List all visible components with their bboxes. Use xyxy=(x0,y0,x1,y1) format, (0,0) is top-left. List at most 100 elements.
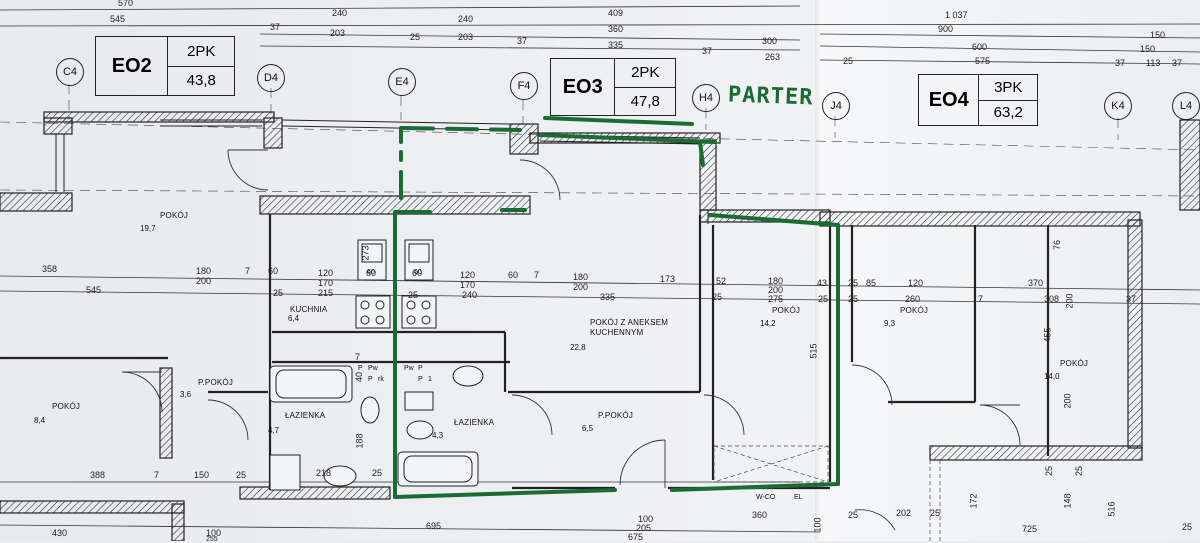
room-name: POKÓJ xyxy=(900,306,929,315)
dimension-label: 180 xyxy=(573,272,589,282)
dimension-label: 100 xyxy=(812,517,823,533)
dimension-label: 7 xyxy=(154,470,160,480)
room-area: 22,8 xyxy=(570,343,586,352)
unit-type: 3PK xyxy=(979,75,1037,101)
dimension-label: 7 xyxy=(534,270,540,280)
room-name: POKÓJ Z ANEKSEM KUCHENNYM xyxy=(590,318,669,337)
dimension-label: 273 xyxy=(360,245,371,261)
grid-axis-e4: E4 xyxy=(388,68,416,96)
dimension-label: 150 xyxy=(1150,30,1166,40)
dimension-label: 76 xyxy=(1052,239,1063,251)
dimension-label: 275 xyxy=(768,294,784,304)
dimension-label: 218 xyxy=(316,468,332,478)
room-name: P.POKÓJ xyxy=(198,378,234,387)
unit-area: 43,8 xyxy=(186,72,216,90)
dimension-label: 150 xyxy=(194,470,210,480)
dimension-label: 203 xyxy=(458,32,474,42)
dimension-label: 203 xyxy=(330,28,346,38)
door-swings xyxy=(121,149,1021,531)
dimension-label: 430 xyxy=(52,528,68,538)
grid-axis-c4: C4 xyxy=(56,58,84,86)
room-area: 14,2 xyxy=(760,319,776,328)
grid-axis-h4: H4 xyxy=(692,84,720,112)
room-name: POKÓJ xyxy=(1060,359,1089,368)
dimension-label: 85 xyxy=(866,278,877,288)
dimension-lines-top xyxy=(0,5,1200,65)
dimension-label: 37 xyxy=(1115,58,1126,68)
dimension-label: 25 xyxy=(843,56,854,66)
room-name: P.POKÓJ xyxy=(598,411,634,420)
dimension-label: 7 xyxy=(245,266,251,276)
dimension-label: 100 xyxy=(638,514,654,524)
dimension-label: 60 xyxy=(366,268,377,278)
dimension-label: 25 xyxy=(930,508,941,518)
unit-type: 2PK xyxy=(615,59,675,88)
dimension-label: 25 xyxy=(1074,465,1085,477)
wco-label: W-CO xyxy=(756,494,776,501)
unit-label-eo2: EO2 2PK 43,8 xyxy=(95,36,235,96)
dimension-label: 240 xyxy=(462,290,478,300)
meter-label: P xyxy=(418,376,423,383)
dimension-label: 25 xyxy=(273,288,284,298)
dimension-label: 202 xyxy=(896,508,912,518)
electric-label: EL xyxy=(794,494,803,501)
dimension-label: 25 xyxy=(410,32,421,42)
dimension-label: 148 xyxy=(1062,493,1073,509)
grid-axis-l4: L4 xyxy=(1172,92,1200,120)
dimension-label: 25 xyxy=(1044,465,1055,477)
dimension-label: 37 xyxy=(270,22,281,32)
unit-area: 47,8 xyxy=(630,92,660,110)
meter-label: P xyxy=(418,365,423,372)
dimension-label: 308 xyxy=(1044,294,1060,304)
dimension-label: 725 xyxy=(1022,524,1038,534)
dimension-label: 25 xyxy=(848,510,859,520)
dimension-label: 25 xyxy=(1182,522,1193,532)
sink-label: 60 xyxy=(414,269,422,276)
dimension-label: 516 xyxy=(1106,501,1117,517)
interior-walls xyxy=(0,214,1050,490)
dimension-label: 173 xyxy=(660,274,676,284)
green-markup xyxy=(393,116,840,499)
dimension-label: 120 xyxy=(460,270,476,280)
dimension-label: 260 xyxy=(905,294,921,304)
room-name: ŁAZIENKA xyxy=(285,411,326,420)
dimension-label: 358 xyxy=(42,264,58,274)
room-name: POKÓJ xyxy=(772,306,801,315)
dimension-label: 43 xyxy=(817,278,828,288)
grid-axis-d4: D4 xyxy=(257,64,285,92)
room-name: POKÓJ xyxy=(52,402,81,411)
exterior-walls xyxy=(0,111,1200,541)
room-area: 14,0 xyxy=(1044,372,1060,381)
unit-type: 2PK xyxy=(168,37,234,67)
dimension-label: 215 xyxy=(318,288,334,298)
dimension-label: 675 xyxy=(628,532,644,542)
dimension-label: 360 xyxy=(608,24,624,34)
technical-area xyxy=(713,445,941,541)
dimension-label: 205 xyxy=(636,523,652,533)
dimension-label: 60 xyxy=(508,270,519,280)
dimension-label: 575 xyxy=(975,56,991,66)
sink-label: 60 xyxy=(367,269,375,276)
dimension-label: 150 xyxy=(1140,44,1156,54)
dimension-label: 25 xyxy=(712,292,723,302)
dimension-label: 695 xyxy=(426,521,442,531)
grid-axis-k4: K4 xyxy=(1104,92,1132,120)
dimension-label: 120 xyxy=(318,268,334,278)
dimension-label: 263 xyxy=(765,52,781,62)
dimension-label: 37 xyxy=(1172,58,1183,68)
room-area: 19,7 xyxy=(140,224,156,233)
dimension-label: 255 xyxy=(206,536,218,543)
bathroom-fixtures xyxy=(269,365,484,491)
dimension-label: 25 xyxy=(818,294,829,304)
room-area: 8,4 xyxy=(34,416,46,425)
dimension-label: 200 xyxy=(1062,393,1073,409)
unit-code: EO2 xyxy=(96,37,169,95)
dimension-label: 545 xyxy=(86,285,102,295)
dimension-label: 545 xyxy=(110,14,126,24)
meter-label: P xyxy=(358,365,363,372)
dimension-label: 370 xyxy=(1028,278,1044,288)
dimension-label: 409 xyxy=(608,8,624,18)
dimension-label: 240 xyxy=(332,8,348,18)
dimension-label: 113 xyxy=(1146,58,1161,68)
